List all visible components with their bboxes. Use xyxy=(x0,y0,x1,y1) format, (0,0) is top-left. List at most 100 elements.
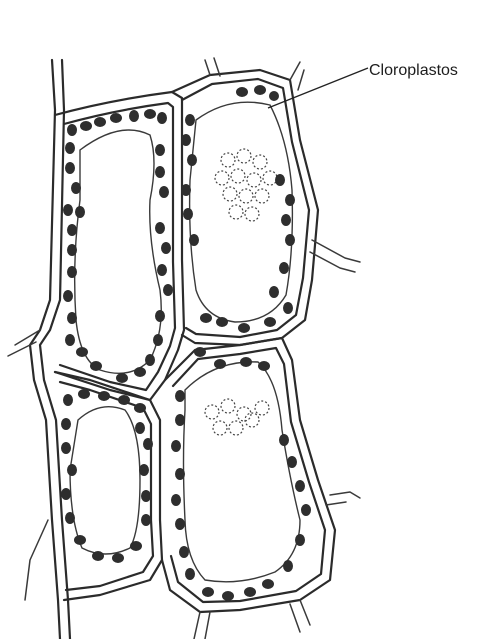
chloroplast xyxy=(295,534,305,546)
chloroplast xyxy=(78,389,90,399)
chloroplast xyxy=(181,134,191,146)
chloroplast xyxy=(275,174,285,186)
chloroplast xyxy=(301,504,311,516)
nucleus-granule xyxy=(263,171,277,185)
chloroplast xyxy=(155,222,165,234)
chloroplast xyxy=(92,551,104,561)
chloroplast xyxy=(287,456,297,468)
nucleus-granule xyxy=(229,205,243,219)
chloroplast xyxy=(80,121,92,131)
nucleus-granule xyxy=(245,413,259,427)
nucleus-granule xyxy=(229,421,243,435)
chloroplast xyxy=(94,117,106,127)
chloroplast xyxy=(98,391,110,401)
chloroplast xyxy=(159,186,169,198)
chloroplast xyxy=(75,206,85,218)
chloroplast xyxy=(179,546,189,558)
chloroplast xyxy=(181,184,191,196)
chloroplast xyxy=(279,434,289,446)
chloroplast xyxy=(285,234,295,246)
chloroplast xyxy=(130,541,142,551)
chloroplast xyxy=(141,514,151,526)
chloroplast xyxy=(134,367,146,377)
chloroplast xyxy=(269,286,279,298)
chloroplast xyxy=(281,214,291,226)
chloroplast xyxy=(129,110,139,122)
chloroplast xyxy=(155,166,165,178)
chloroplast xyxy=(185,114,195,126)
chloroplast xyxy=(283,560,293,572)
chloroplast xyxy=(175,390,185,402)
chloroplast xyxy=(161,242,171,254)
chloroplast xyxy=(202,587,214,597)
chloroplast xyxy=(116,373,128,383)
chloroplast xyxy=(143,438,153,450)
chloroplast xyxy=(67,266,77,278)
vacuole-bottom-right xyxy=(184,362,301,582)
chloroplast xyxy=(222,591,234,601)
chloroplast xyxy=(175,414,185,426)
chloroplast xyxy=(134,403,146,413)
chloroplast xyxy=(65,334,75,346)
nucleus-granule xyxy=(255,189,269,203)
chloroplast xyxy=(244,587,256,597)
nucleus-granule xyxy=(221,399,235,413)
chloroplast xyxy=(135,422,145,434)
chloroplast xyxy=(63,204,73,216)
chloroplast xyxy=(65,512,75,524)
chloroplast xyxy=(171,494,181,506)
nucleus-granule xyxy=(223,187,237,201)
chloroplast-label: Cloroplastos xyxy=(369,62,458,79)
chloroplast xyxy=(65,142,75,154)
chloroplast xyxy=(71,182,81,194)
chloroplast xyxy=(183,208,193,220)
chloroplast xyxy=(264,317,276,327)
chloroplasts xyxy=(61,85,311,601)
chloroplast xyxy=(171,440,181,452)
chloroplast xyxy=(141,490,151,502)
chloroplast xyxy=(63,394,73,406)
chloroplast xyxy=(279,262,289,274)
chloroplast xyxy=(67,464,77,476)
nucleus-granule xyxy=(213,421,227,435)
chloroplast xyxy=(74,535,86,545)
chloroplast xyxy=(240,357,252,367)
chloroplast xyxy=(200,313,212,323)
chloroplast xyxy=(283,302,293,314)
chloroplast xyxy=(118,395,130,405)
vacuoles xyxy=(70,102,300,582)
chloroplast xyxy=(214,359,226,369)
chloroplast xyxy=(65,162,75,174)
chloroplast xyxy=(145,354,155,366)
chloroplast xyxy=(236,87,248,97)
chloroplast xyxy=(175,518,185,530)
chloroplast xyxy=(216,317,228,327)
nucleus-granule xyxy=(237,149,251,163)
chloroplast xyxy=(262,579,274,589)
nuclei xyxy=(205,149,277,435)
chloroplast xyxy=(163,284,173,296)
chloroplast xyxy=(61,442,71,454)
nucleus-granule xyxy=(253,155,267,169)
chloroplast xyxy=(187,154,197,166)
chloroplast xyxy=(90,361,102,371)
nucleus-granule xyxy=(205,405,219,419)
chloroplast xyxy=(157,112,167,124)
chloroplast xyxy=(185,568,195,580)
chloroplast xyxy=(67,312,77,324)
chloroplast xyxy=(112,553,124,563)
chloroplast xyxy=(155,310,165,322)
chloroplast xyxy=(67,244,77,256)
nucleus-granule xyxy=(245,207,259,221)
nucleus-granule xyxy=(255,401,269,415)
chloroplast xyxy=(153,334,163,346)
chloroplast xyxy=(155,144,165,156)
chloroplast xyxy=(258,361,270,371)
nucleus-granule xyxy=(247,173,261,187)
chloroplast xyxy=(175,468,185,480)
chloroplast xyxy=(144,109,156,119)
chloroplast xyxy=(254,85,266,95)
chloroplast xyxy=(189,234,199,246)
